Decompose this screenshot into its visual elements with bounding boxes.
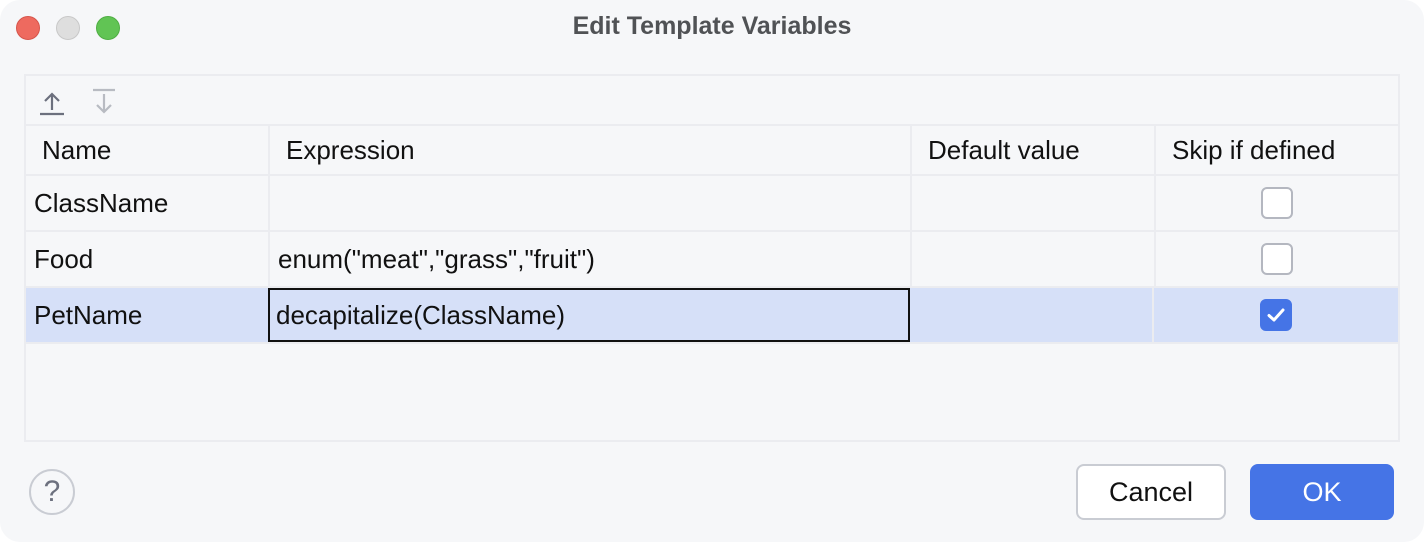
- skip-if-defined-cell: [1156, 176, 1398, 230]
- minimize-window-button[interactable]: [56, 16, 80, 40]
- skip-if-defined-checkbox[interactable]: [1261, 187, 1293, 219]
- help-button[interactable]: ?: [29, 469, 75, 515]
- name-cell[interactable]: Food: [26, 232, 270, 286]
- table-row[interactable]: ClassName: [26, 176, 1398, 232]
- default-value-cell[interactable]: [912, 232, 1156, 286]
- expression-cell[interactable]: [270, 176, 912, 230]
- question-mark-icon: ?: [43, 475, 61, 508]
- table-toolbar: [26, 76, 1398, 126]
- skip-if-defined-checkbox[interactable]: [1261, 243, 1293, 275]
- expression-cell[interactable]: enum("meat","grass","fruit"): [270, 232, 912, 286]
- name-cell[interactable]: ClassName: [26, 176, 270, 230]
- expression-cell-editor[interactable]: decapitalize(ClassName): [268, 288, 910, 342]
- table-header: Name Expression Default value Skip if de…: [26, 126, 1398, 176]
- move-up-button[interactable]: [36, 86, 68, 118]
- skip-if-defined-cell: [1154, 288, 1398, 342]
- table-row[interactable]: Food enum("meat","grass","fruit"): [26, 232, 1398, 288]
- column-header-name[interactable]: Name: [26, 126, 270, 174]
- checkmark-icon: [1267, 308, 1285, 322]
- cancel-button[interactable]: Cancel: [1076, 464, 1226, 520]
- arrow-down-from-line-icon: [93, 88, 115, 114]
- column-header-expression[interactable]: Expression: [270, 126, 912, 174]
- variables-table: Name Expression Default value Skip if de…: [26, 126, 1398, 344]
- default-value-cell[interactable]: [912, 176, 1156, 230]
- variables-panel: Name Expression Default value Skip if de…: [24, 74, 1400, 442]
- close-window-button[interactable]: [16, 16, 40, 40]
- dialog-title: Edit Template Variables: [572, 12, 852, 40]
- move-down-button[interactable]: [88, 86, 120, 118]
- maximize-window-button[interactable]: [96, 16, 120, 40]
- column-header-default-value[interactable]: Default value: [912, 126, 1156, 174]
- arrow-up-to-line-icon: [40, 92, 64, 116]
- table-row-selected[interactable]: PetName decapitalize(ClassName): [26, 288, 1398, 344]
- default-value-cell[interactable]: [910, 288, 1154, 342]
- name-cell[interactable]: PetName: [26, 288, 270, 342]
- skip-if-defined-cell: [1156, 232, 1398, 286]
- title-bar: Edit Template Variables: [0, 0, 1424, 56]
- column-header-skip-if-defined[interactable]: Skip if defined: [1172, 134, 1336, 165]
- skip-if-defined-checkbox[interactable]: [1260, 299, 1292, 331]
- ok-button[interactable]: OK: [1250, 464, 1394, 520]
